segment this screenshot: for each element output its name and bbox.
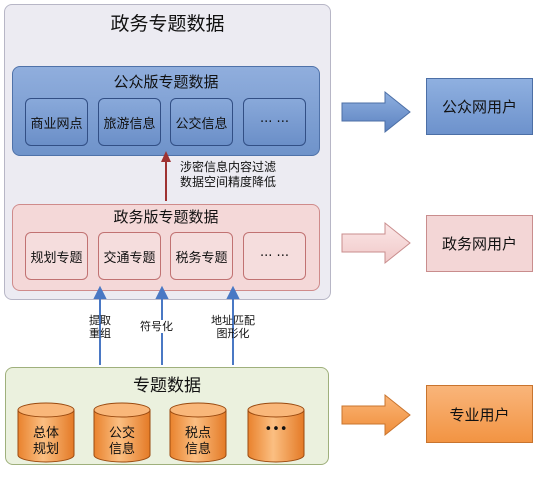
process-extract-line-2: 重组	[89, 327, 111, 340]
cylinder-planning-line-1: 总体	[32, 426, 59, 441]
public-data-title: 公众版专题数据	[113, 72, 219, 91]
cylinder-more-label: •••	[248, 422, 304, 438]
process-extract-label: 提取 重组	[84, 314, 116, 340]
extract-arrow-head	[93, 285, 107, 299]
cylinder-transit	[93, 402, 151, 463]
cylinder-planning-label: 总体 规划	[18, 426, 74, 458]
process-symbolize-label: 符号化	[140, 320, 173, 333]
cylinder-tax-label: 税点 信息	[170, 426, 226, 458]
gov-user-arrow	[341, 221, 411, 265]
gov-item-traffic: 交通专题	[98, 232, 161, 280]
public-user-box: 公众网用户	[426, 78, 533, 135]
public-item-tourism: 旅游信息	[98, 98, 161, 146]
gov-item-tax: 税务专题	[170, 232, 233, 280]
cylinder-tax-line-1: 税点	[184, 426, 211, 441]
public-item-commerce: 商业网点	[25, 98, 88, 146]
process-geocode-line-2: 图形化	[216, 327, 250, 340]
gov-data-title: 政务专题数据	[110, 12, 225, 35]
cylinder-transit-label: 公交 信息	[94, 426, 150, 458]
cylinder-transit-line-1: 公交	[108, 426, 135, 441]
cylinder-tax	[169, 402, 227, 463]
cylinder-more	[247, 402, 305, 463]
gov-item-more: ··· ···	[243, 232, 306, 280]
process-extract-line-1: 提取	[89, 314, 111, 327]
gov-item-planning: 规划专题	[25, 232, 88, 280]
gov-version-title: 政务版专题数据	[113, 207, 219, 226]
gov-user-box: 政务网用户	[426, 215, 533, 272]
public-item-more: ··· ···	[243, 98, 306, 146]
filter-arrow-head	[161, 151, 171, 162]
cylinder-planning	[17, 402, 75, 463]
cylinder-tax-line-2: 信息	[184, 442, 211, 457]
geocode-arrow-head	[226, 285, 240, 299]
cylinder-planning-line-2: 规划	[32, 442, 59, 457]
cylinder-more-line-1: •••	[264, 422, 288, 437]
public-user-arrow	[341, 90, 411, 134]
filter-note-line-2: 数据空间精度降低	[180, 175, 277, 189]
pro-user-arrow	[341, 393, 411, 437]
public-item-transit: 公交信息	[170, 98, 233, 146]
process-geocode-label: 地址匹配 图形化	[203, 314, 263, 340]
topic-data-title: 专题数据	[133, 375, 201, 396]
cylinder-transit-line-2: 信息	[108, 442, 135, 457]
filter-note-line-1: 涉密信息内容过滤	[180, 160, 277, 174]
pro-user-box: 专业用户	[426, 385, 533, 443]
filter-note: 涉密信息内容过滤 数据空间精度降低	[180, 160, 276, 190]
symbolize-arrow-head	[155, 285, 169, 299]
process-geocode-line-1: 地址匹配	[211, 314, 255, 327]
